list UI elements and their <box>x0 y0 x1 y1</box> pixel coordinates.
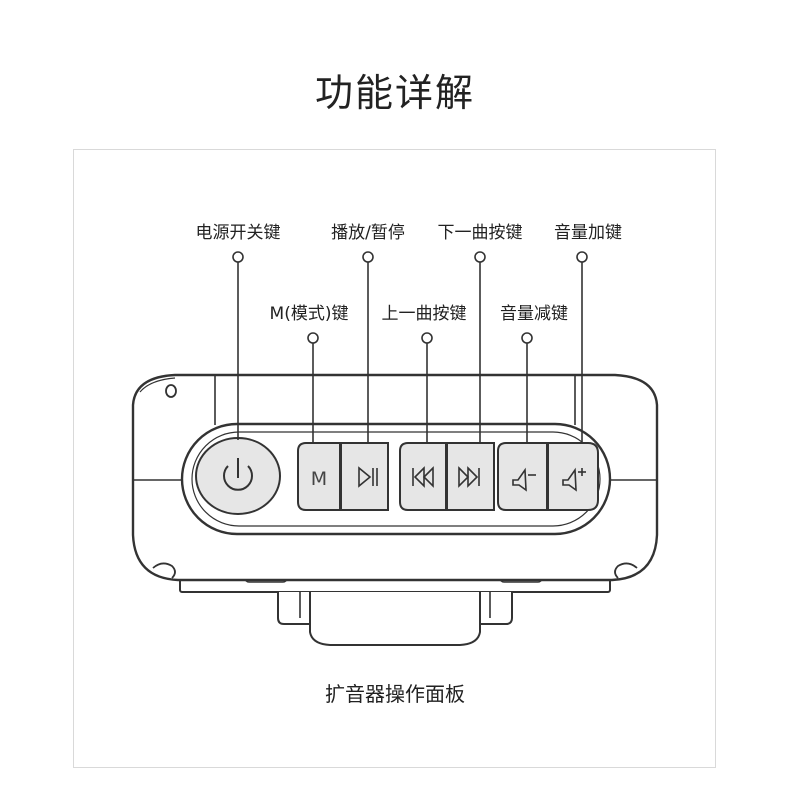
diagram-frame <box>73 149 716 768</box>
callout-lines <box>232 251 588 443</box>
mode-button[interactable]: M <box>297 442 341 511</box>
label-power: 电源开关键 <box>196 223 281 243</box>
play-pause-button[interactable] <box>340 442 389 511</box>
prev-track-icon <box>412 466 434 488</box>
volume-up-button[interactable] <box>547 442 599 511</box>
label-play-pause: 播放/暂停 <box>331 223 405 243</box>
power-icon <box>223 458 253 491</box>
label-mode: M(模式)键 <box>270 304 349 324</box>
label-prev: 上一曲按键 <box>382 304 467 324</box>
next-track-button[interactable] <box>446 442 495 511</box>
volume-down-button[interactable] <box>497 442 548 511</box>
label-vol-up: 音量加键 <box>554 223 622 243</box>
volume-up-icon <box>562 467 586 492</box>
next-track-icon <box>458 466 480 488</box>
prev-track-button[interactable] <box>399 442 447 511</box>
volume-down-icon <box>512 467 536 492</box>
diagram-caption: 扩音器操作面板 <box>325 682 465 706</box>
label-next: 下一曲按键 <box>438 223 523 243</box>
mode-button-label: M <box>311 468 327 490</box>
power-button[interactable] <box>195 437 281 515</box>
label-vol-down: 音量减键 <box>500 304 568 324</box>
page-title: 功能详解 <box>314 71 475 115</box>
play-pause-icon <box>358 466 378 488</box>
